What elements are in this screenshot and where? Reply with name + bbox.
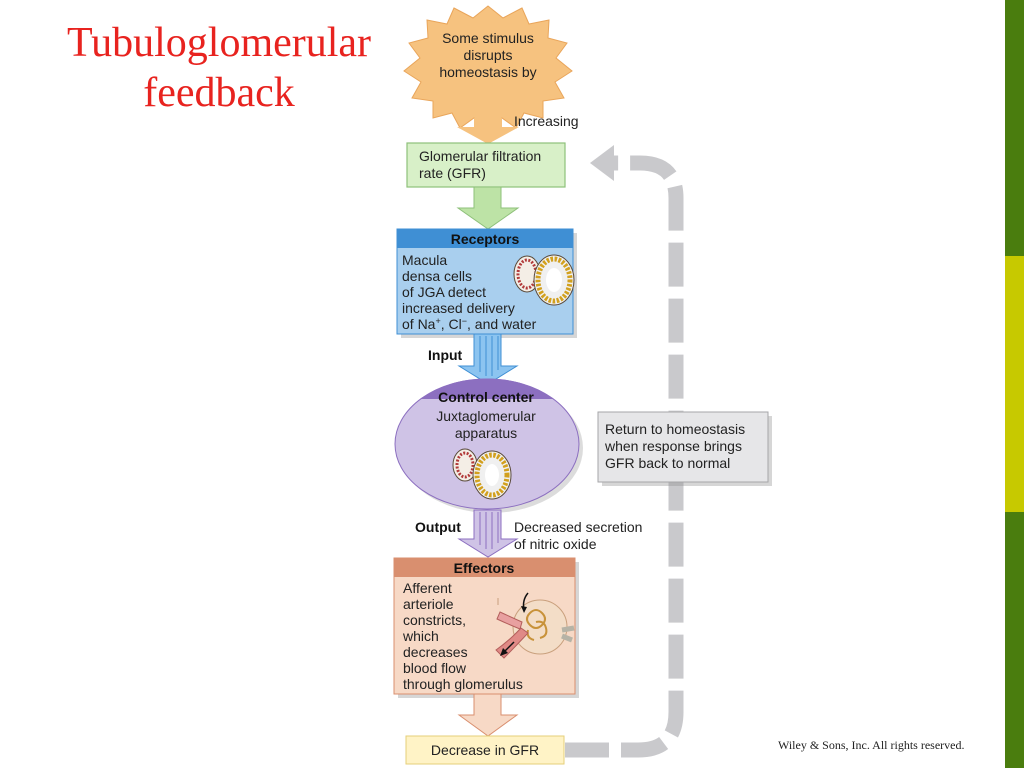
input-label: Input [428,347,463,363]
control-center-line-2: apparatus [455,425,517,441]
return-loop-path [565,155,684,758]
title-line-2: feedback [143,70,295,116]
title-line-1: Tubuloglomerular [66,20,372,66]
return-loop-arrowhead [590,145,614,181]
jga-cell-icon [452,448,512,500]
output-effect-line-2: of nitric oxide [514,536,597,552]
decrease-gfr-label: Decrease in GFR [431,742,539,758]
receptors-header: Receptors [451,231,520,247]
output-arrow [457,509,519,558]
output-effect-line-1: Decreased secretion [514,519,642,535]
receptors-line-5: of Na+, Cl−, and water [402,316,537,332]
effectors-line-3: constricts, [403,612,466,628]
output-label: Output [415,519,461,535]
stimulus-line-2: disrupts [463,47,512,63]
control-center: Control center Juxtaglomerular apparatus [394,378,583,513]
effectors-line-5: decreases [403,644,468,660]
return-line-1: Return to homeostasis [605,421,745,437]
output-arrow-stripes [479,512,499,549]
macula-densa-cell-icon [513,254,575,306]
stimulus-line-3: homeostasis by [439,64,536,80]
increasing-label: Increasing [514,113,579,129]
effectors-line-1: Afferent [403,580,452,596]
effectors-header: Effectors [454,560,515,576]
gfr-line-1: Glomerular filtration [419,148,541,164]
accent-bar-bottom [1005,512,1024,768]
accent-bar-top [1005,0,1024,256]
effectors-line-4: which [402,628,439,644]
gfr-to-receptors-arrow [456,186,520,230]
input-arrow-stripes [479,336,499,376]
effectors-line-6: blood flow [403,660,467,676]
accent-bar-middle [1005,256,1024,512]
input-arrow [457,333,519,385]
return-line-3: GFR back to normal [605,455,730,471]
stimulus-arrow [457,118,519,144]
effectors-to-decrease-arrow [457,693,519,737]
gfr-line-2: rate (GFR) [419,165,486,181]
afferent-arteriole-glomerulus-icon [495,592,575,659]
effectors-line-2: arteriole [403,596,454,612]
receptors-line-1: Macula [402,252,447,268]
slide-title: Tubuloglomerular feedback [0,18,438,118]
receptors-line-2: densa cells [402,268,472,284]
return-box: Return to homeostasis when response brin… [597,411,772,486]
stimulus-line-1: Some stimulus [442,30,534,46]
return-line-2: when response brings [604,438,742,454]
receptors-line-4: increased delivery [402,300,515,316]
control-center-header: Control center [438,389,534,405]
decrease-gfr-box [405,735,565,765]
control-center-line-1: Juxtaglomerular [436,408,536,424]
receptors-line-3: of JGA detect [402,284,486,300]
effectors-line-7: through glomerulus [403,676,523,692]
copyright-notice: Wiley & Sons, Inc. All rights reserved. [778,738,965,752]
stimulus-burst: Some stimulus disrupts homeostasis by [403,5,573,131]
